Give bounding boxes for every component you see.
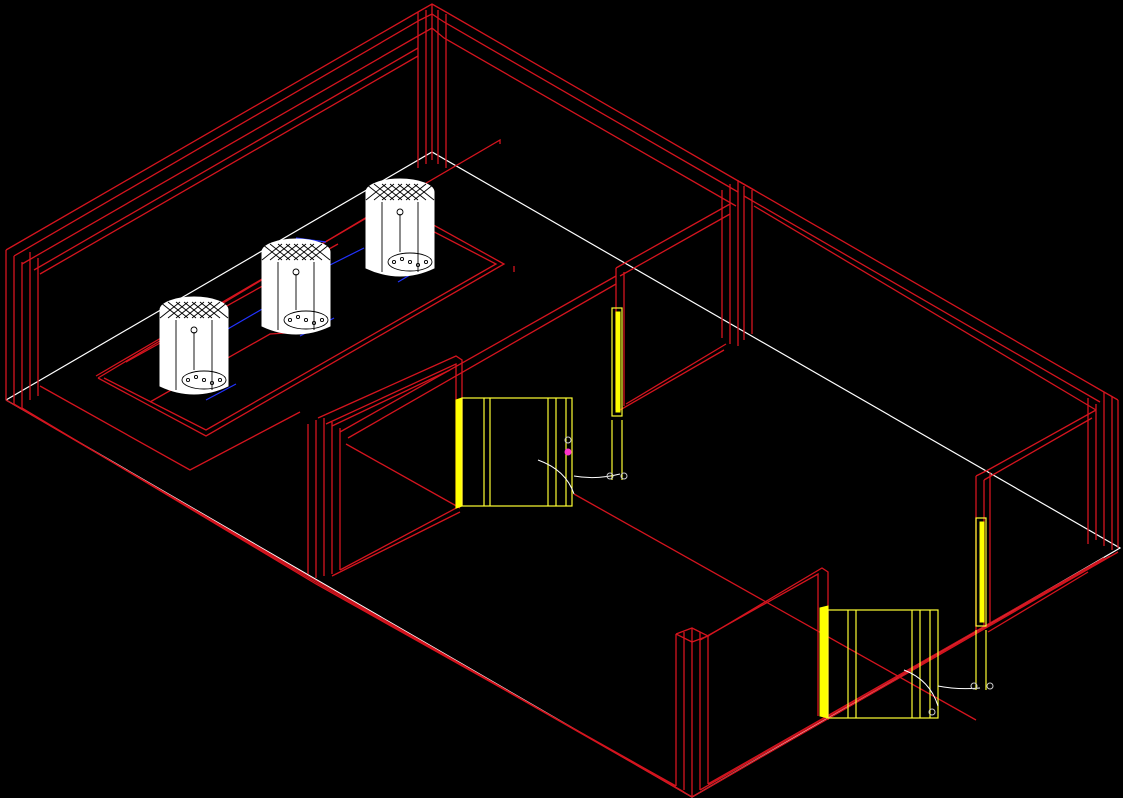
door-left[interactable] [455,397,621,509]
fixture-base-dot [209,380,215,386]
fixture-base-dot [415,262,421,268]
fixture-grid-line [159,301,181,319]
interior-partitions [39,138,1089,721]
door-right[interactable] [819,605,981,719]
fixture-base-dot [185,377,191,383]
fixture-grid-line [261,243,283,261]
fixture-grid-line [397,183,419,201]
outer-walls [5,3,1119,798]
fixture-grid-line [207,301,229,319]
fixture-base-dot [391,259,397,265]
fixture-grid-line [405,183,427,201]
fixture-grid-line [389,183,411,201]
fixture-grid-line [309,243,331,261]
fixture-base [387,252,433,272]
fixture-grid-line [167,301,189,319]
fixture-2 [261,238,331,335]
floor-outline [5,151,1122,798]
fixture-grid-line [269,243,291,261]
fixture-grid-line [413,183,435,201]
fixture-grid-line [301,243,323,261]
fixture-base-dot [201,377,207,383]
fixture-knob [292,268,300,276]
fixture-knob [190,326,198,334]
fixture-base-dot [407,259,413,265]
fixture-base-dot [217,377,223,383]
fixture-grid-line [277,243,299,261]
fixture-grid-line [199,301,221,319]
fixture-grid-line [175,301,197,319]
fixture-grid-line [293,243,315,261]
fixture-grid-line [183,301,205,319]
fixture-base [283,310,329,330]
fixture-grid-line [381,183,403,201]
fixture-base-dot [303,317,309,323]
fixture-grid-line [191,301,213,319]
fixture-base-dot [287,317,293,323]
fixture-base-dot [399,256,405,262]
fixture-base-dot [295,314,301,320]
fixture-knob [396,208,404,216]
fixture-base-dot [319,317,325,323]
fixture-base-dot [423,259,429,265]
fixture-1 [159,296,229,395]
marker-icon [564,448,572,456]
fixture-grid-line [365,183,387,201]
fixture-grid-line [373,183,395,201]
fixture-3 [365,178,435,277]
window-panel-right [970,517,994,690]
fixture-base-dot [193,374,199,380]
window-panel-middle [606,307,628,480]
fixtures-group [159,178,435,395]
fixture-grid-line [285,243,307,261]
fixture-base-dot [311,320,317,326]
fixture-base [181,370,227,390]
